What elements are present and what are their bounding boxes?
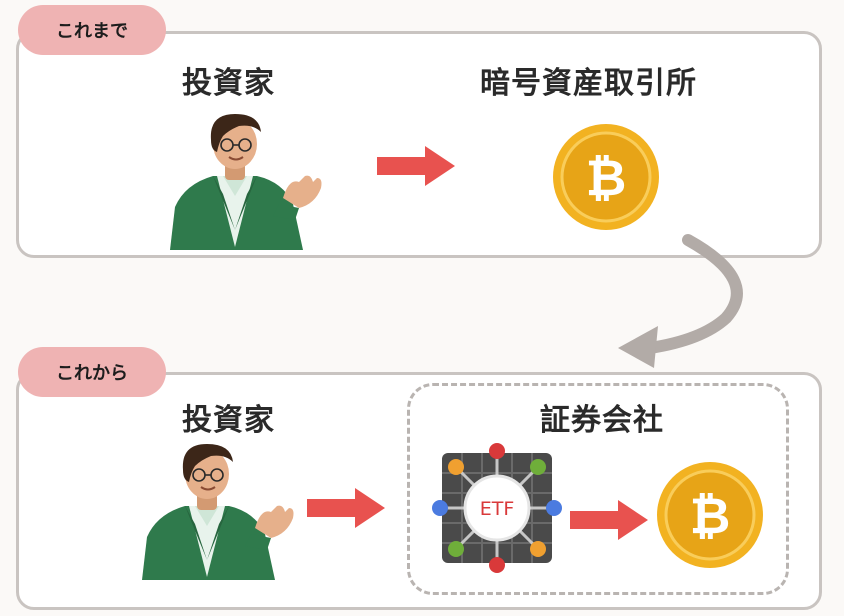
investor-figure: [142, 444, 294, 580]
etf-chip-icon: ETF: [432, 443, 562, 573]
investor-label-after: 投資家: [182, 403, 275, 438]
after-tag: これから: [18, 347, 166, 397]
curved-transition-arrow: [618, 234, 743, 368]
arrow-etf-to-bitcoin: [570, 500, 648, 540]
before-panel: [16, 31, 822, 258]
bitcoin-coin-icon-after: ₿: [657, 462, 763, 568]
broker-dashed-box: [407, 383, 789, 595]
etf-label: ETF: [480, 498, 515, 520]
arrow-investor-to-broker: [307, 488, 385, 528]
bitcoin-symbol-after: ₿: [690, 487, 731, 545]
broker-label: 証券会社: [540, 403, 664, 438]
investor-illustration-before: [170, 114, 322, 250]
exchange-label: 暗号資産取引所: [480, 66, 697, 101]
investor-illustration-after: [142, 444, 294, 580]
bitcoin-symbol: ₿: [586, 149, 627, 207]
investor-figure: [170, 114, 322, 250]
investor-label-before: 投資家: [182, 66, 275, 101]
arrow-investor-to-exchange: [377, 146, 455, 186]
before-tag: これまで: [18, 5, 166, 55]
bitcoin-coin-icon: ₿: [553, 124, 659, 230]
